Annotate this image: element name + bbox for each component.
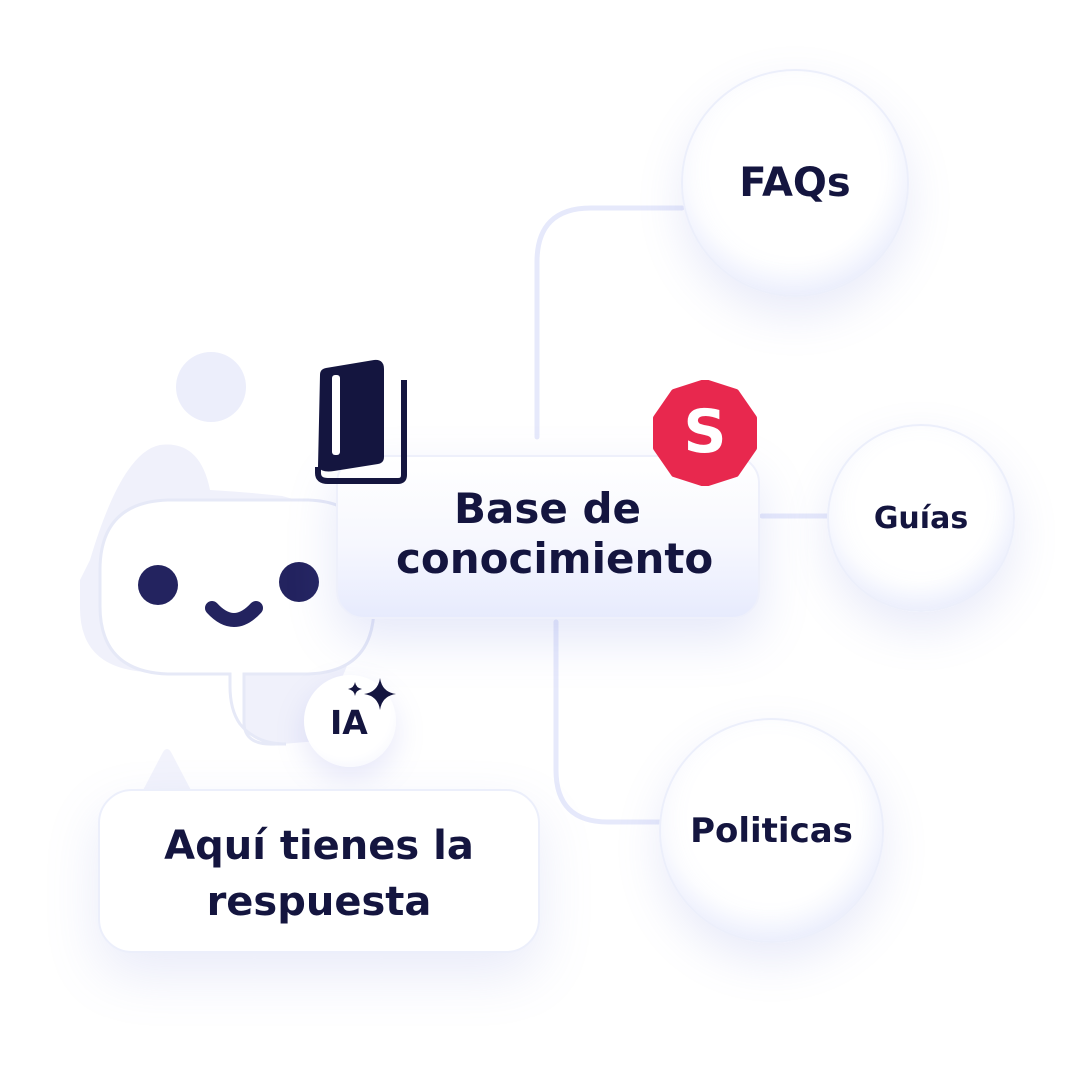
book-icon	[315, 359, 407, 484]
connector-hub-politicas	[553, 619, 665, 825]
reply-bubble	[98, 789, 540, 953]
node-faqs-label: FAQs	[739, 160, 851, 206]
node-faqs: FAQs	[681, 69, 909, 297]
reply-text-line-2: respuesta	[206, 879, 432, 925]
knowledge-base-hub	[336, 455, 760, 619]
connector-hub-faqs	[534, 205, 685, 440]
reply-bubble-tail	[140, 749, 194, 796]
node-politicas: Politicas	[659, 718, 884, 943]
reply-text-line-1: Aquí tienes la	[164, 823, 474, 869]
reply-text: Aquí tienes la respuesta	[98, 818, 540, 930]
avatar-head-shape	[176, 352, 246, 422]
smiling-chat-bubble-icon	[80, 444, 376, 746]
sparkles-icon	[348, 678, 396, 710]
node-guias: Guías	[827, 424, 1015, 612]
node-politicas-label: Politicas	[690, 810, 853, 851]
ia-badge-label: IA	[330, 703, 368, 742]
brand-logo-letter: S	[683, 397, 726, 467]
brand-logo-icon: S	[653, 380, 757, 486]
node-guias-label: Guías	[873, 500, 969, 536]
